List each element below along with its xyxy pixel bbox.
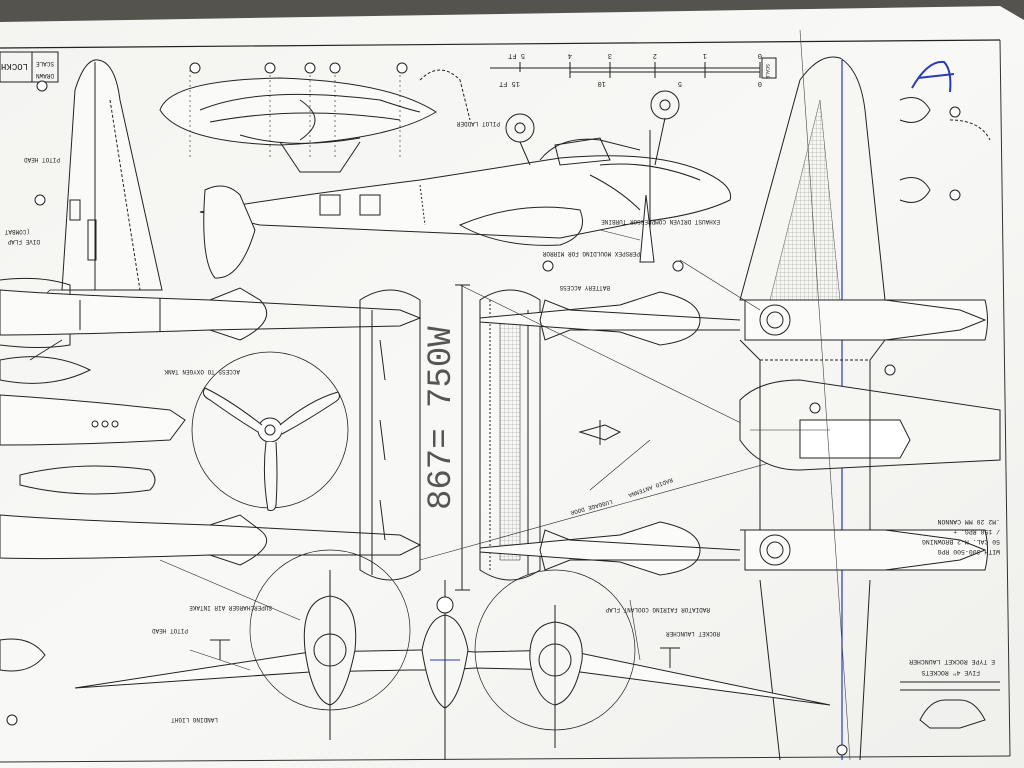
callout-supercharger: SUPERCHARGER AIR INTAKE xyxy=(189,604,272,611)
svg-text:0: 0 xyxy=(758,79,762,87)
handwritten-letter: A xyxy=(911,60,955,93)
callout-dive-flap: DIVE FLAP xyxy=(7,238,40,245)
callout-guns-2: / 150 RPG. + xyxy=(953,528,1000,535)
callout-guns-3: 50 CAL. M-2 BROWNING xyxy=(922,538,1000,545)
svg-text:3: 3 xyxy=(608,51,612,59)
gun-callouts: .M2 20 MM CANNON / 150 RPG. + 50 CAL. M-… xyxy=(922,518,1000,555)
center-boom-views xyxy=(419,284,801,576)
callout-exhaust-turbine: EXHAUST DRIVEN COMPRESSOR TURBINE xyxy=(601,218,720,225)
scale-bar: 0 1 2 3 4 5 FT 0 5 10 15 FT SCALE xyxy=(490,51,777,87)
callout-perspex-moulding: PERSPEX MOULDING FOR MIRROR xyxy=(542,250,640,257)
canopy-detail-view xyxy=(159,69,471,173)
left-nacelle-views xyxy=(0,287,422,672)
front-view-bottom xyxy=(74,549,831,760)
callout-pilot-ladder: PILOT LADDER xyxy=(456,120,500,127)
svg-text:15 FT: 15 FT xyxy=(499,79,520,87)
callout-rockets-1: E TYPE ROCKET LAUNCHER xyxy=(909,658,995,665)
callout-pitot: PITOT HEAD xyxy=(24,156,60,163)
svg-text:1: 1 xyxy=(703,51,707,59)
callout-radiator: RADIATOR FAIRING COOLANT FLAP xyxy=(605,606,710,613)
rocket-callouts: E TYPE ROCKET LAUNCHER FIVE 4" ROCKETS xyxy=(909,658,995,676)
title-block-drawn: DRAWN xyxy=(36,72,54,79)
callout-guns-1: .M2 20 MM CANNON xyxy=(937,518,1000,525)
side-profile-view xyxy=(199,90,732,279)
svg-text:5: 5 xyxy=(678,79,682,87)
callout-rockets-2: FIVE 4" ROCKETS xyxy=(921,669,980,676)
rocket-launcher-detail xyxy=(900,681,1000,729)
callout-access-oxygen: ACCESS TO OXYGEN TANK xyxy=(164,368,240,375)
callout-combat: (COMBAT xyxy=(4,228,30,235)
tail-fin-views xyxy=(359,284,541,591)
leader-lines xyxy=(159,29,851,761)
plan-view-right xyxy=(539,56,1001,761)
callout-landing-light: LANDING LIGHT xyxy=(171,716,218,723)
svg-text:2: 2 xyxy=(653,51,657,59)
callout-guns-4: WITH 300-500 RPG xyxy=(937,548,1000,555)
scale-bar-label: SCALE xyxy=(764,64,770,79)
title-block-name: LOCKH xyxy=(1,61,28,71)
svg-text:5 FT: 5 FT xyxy=(508,51,525,59)
svg-text:0: 0 xyxy=(758,51,762,59)
svg-text:4: 4 xyxy=(568,51,572,59)
svg-text:10: 10 xyxy=(598,79,606,87)
callout-pilot-head: PITOT HEAD xyxy=(152,627,188,634)
plan-view-markers xyxy=(6,80,961,756)
propeller-front-view xyxy=(191,351,349,511)
handwritten-note: 867= 750W xyxy=(423,326,461,510)
callout-rocket-launcher: ROCKET LAUNCHER xyxy=(666,630,720,637)
title-block-scale: SCALE xyxy=(36,60,54,67)
canopy-markers xyxy=(189,62,408,74)
callout-battery-access: BATTERY ACCESS xyxy=(559,284,610,291)
title-block: SCALE LOCKH DRAWN xyxy=(0,51,59,83)
